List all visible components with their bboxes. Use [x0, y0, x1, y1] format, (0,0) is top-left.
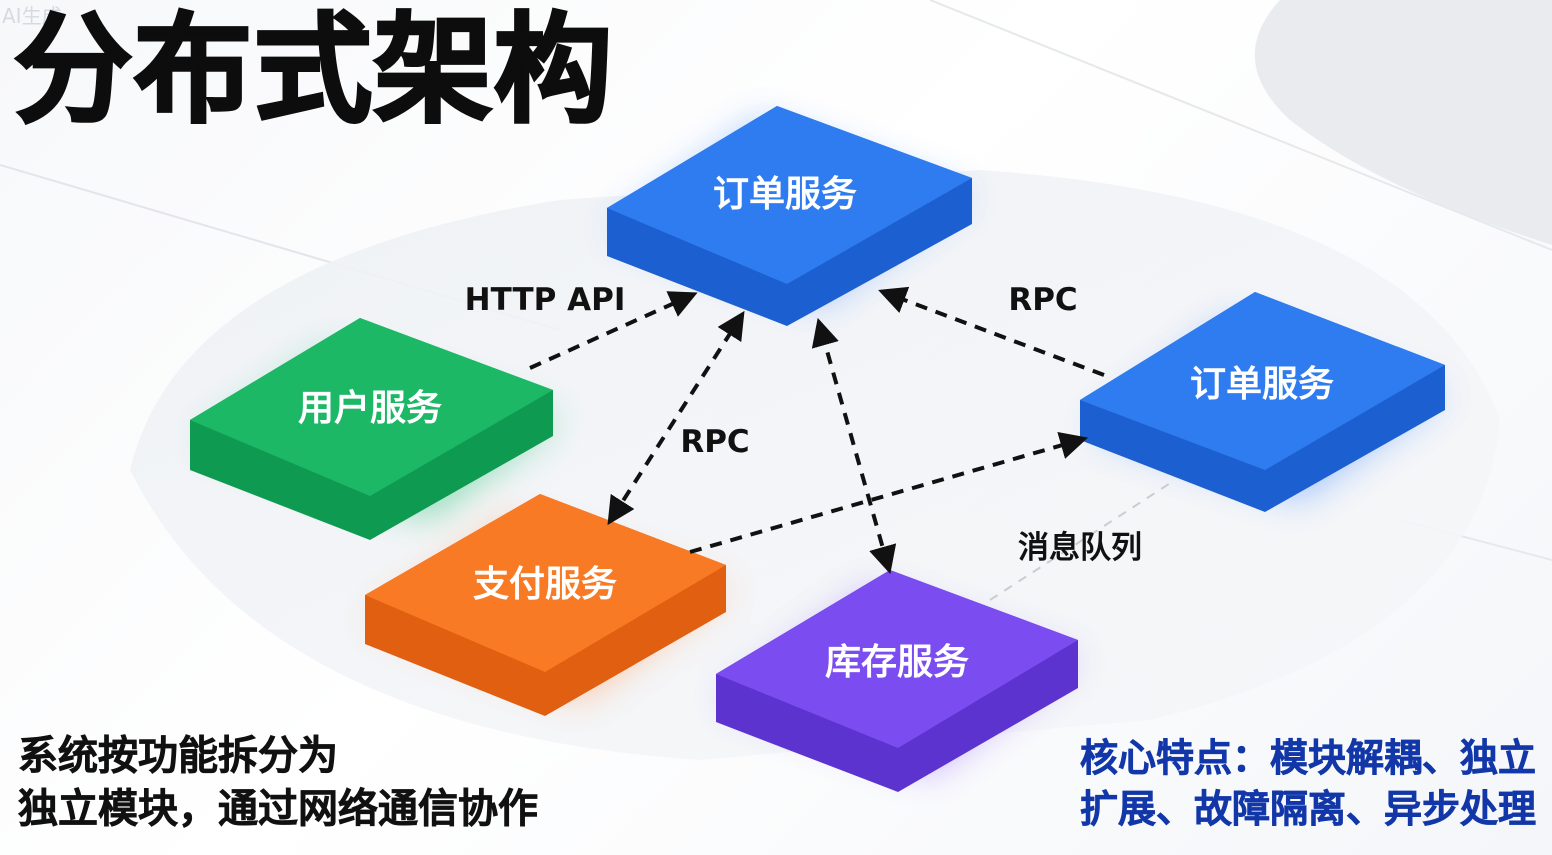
features-line-2: 扩展、故障隔离、异步处理	[1079, 787, 1537, 832]
page-title: 分布式架构	[12, 1, 615, 139]
node-order-right[interactable]: 订单服务	[1080, 292, 1445, 512]
edge-inventory-orderright	[989, 479, 1176, 601]
node-inventory[interactable]: 库存服务	[716, 570, 1078, 792]
node-user[interactable]: 用户服务	[190, 318, 553, 540]
edge-label-http-api: HTTP API	[465, 282, 626, 318]
edge-label-rpc-left: RPC	[680, 424, 749, 460]
node-payment-label: 支付服务	[473, 564, 617, 605]
node-order-top-label: 订单服务	[713, 174, 857, 215]
node-user-label: 用户服务	[298, 388, 442, 429]
description-line-1: 系统按功能拆分为	[18, 733, 339, 780]
node-inventory-label: 库存服务	[825, 642, 969, 683]
watermark: AI生成	[2, 4, 62, 28]
description: 系统按功能拆分为 独立模块，通过网络通信协作	[18, 730, 539, 836]
core-features: 核心特点：模块解耦、独立 扩展、故障隔离、异步处理	[1079, 733, 1537, 836]
edge-label-rpc-right: RPC	[1008, 282, 1077, 318]
features-line-1: 核心特点：模块解耦、独立	[1079, 736, 1537, 781]
edge-payment-orderright	[689, 431, 1089, 554]
edge-orderright-order	[878, 286, 1105, 377]
connectors	[529, 286, 1105, 575]
node-order-right-label: 订单服务	[1190, 364, 1334, 405]
node-order-top[interactable]: 订单服务	[607, 106, 972, 326]
node-payment[interactable]: 支付服务	[365, 494, 726, 716]
description-line-2: 独立模块，通过网络通信协作	[18, 785, 539, 832]
edge-label-message-queue: 消息队列	[1018, 530, 1142, 566]
edge-payment-order	[607, 310, 745, 526]
